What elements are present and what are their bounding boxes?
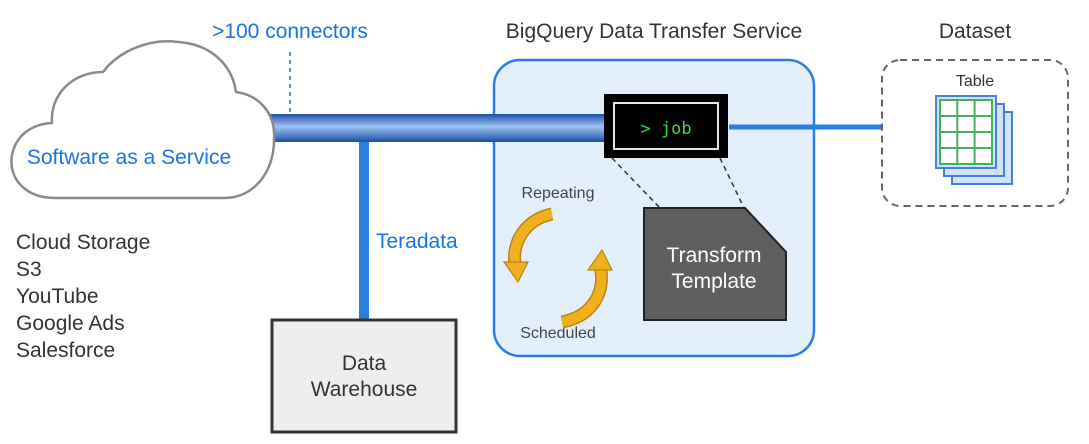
transform-template-line2: Template — [671, 270, 756, 293]
table-stack-icon — [935, 95, 1013, 185]
scheduled-label: Scheduled — [520, 325, 596, 342]
saas-label: Software as a Service — [27, 146, 231, 169]
data-warehouse-box — [270, 318, 458, 434]
source-item: Google Ads — [16, 312, 125, 335]
repeat-cycle-icon — [502, 207, 613, 329]
repeating-label: Repeating — [522, 185, 595, 202]
source-item: S3 — [16, 258, 42, 281]
job-command-text: > job — [640, 119, 691, 139]
saas-cloud-icon — [10, 40, 276, 200]
warehouse-line2: Warehouse — [311, 378, 418, 401]
service-title: BigQuery Data Transfer Service — [506, 20, 802, 43]
template-projection-right — [719, 157, 745, 209]
transform-template-line1: Transform — [667, 244, 762, 267]
table-label: Table — [956, 73, 994, 90]
dataset-title: Dataset — [939, 20, 1012, 43]
job-terminal-inner-frame — [613, 102, 719, 150]
source-item: Salesforce — [16, 339, 115, 362]
teradata-pipe — [359, 142, 369, 320]
source-item: YouTube — [16, 285, 99, 308]
teradata-label: Teradata — [376, 230, 458, 253]
warehouse-line1: Data — [342, 352, 387, 375]
job-terminal — [604, 94, 728, 158]
source-item: Cloud Storage — [16, 231, 150, 254]
connectors-label: >100 connectors — [212, 20, 368, 43]
transform-template-document — [643, 207, 787, 321]
source-list: Cloud Storage S3 YouTube Google Ads Sale… — [16, 231, 150, 362]
template-projection-left — [611, 157, 661, 209]
main-pipe — [240, 114, 620, 142]
